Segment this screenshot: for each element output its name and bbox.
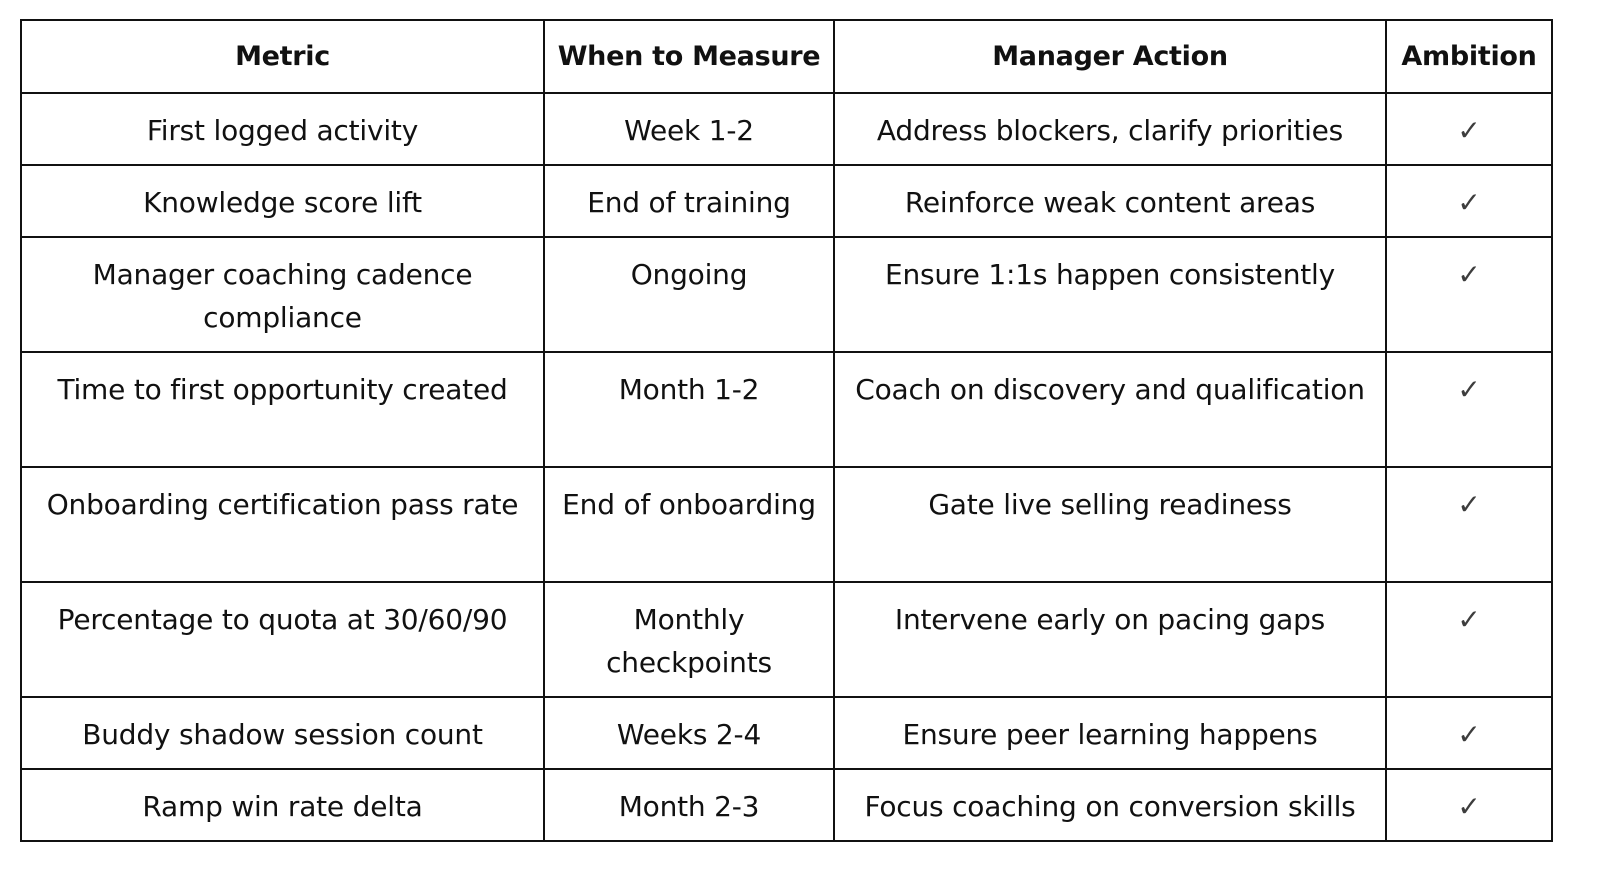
when-cell: Month 2-3 — [543, 768, 835, 842]
checkmark-icon: ✓ — [1385, 92, 1553, 166]
metric-cell: Ramp win rate delta — [20, 768, 545, 842]
when-cell: Week 1-2 — [543, 92, 835, 166]
action-cell: Intervene early on pacing gaps — [833, 581, 1387, 698]
header-ambition: Ambition — [1385, 19, 1553, 94]
table-row: Knowledge score lift End of training Rei… — [20, 164, 1553, 238]
header-metric: Metric — [20, 19, 545, 94]
header-row: Metric When to Measure Manager Action Am… — [20, 19, 1553, 94]
when-cell: End of training — [543, 164, 835, 238]
action-cell: Focus coaching on conversion skills — [833, 768, 1387, 842]
metrics-table: Metric When to Measure Manager Action Am… — [20, 19, 1553, 842]
metric-cell: Onboarding certification pass rate — [20, 466, 545, 583]
table-row: First logged activity Week 1-2 Address b… — [20, 92, 1553, 166]
table-row: Buddy shadow session count Weeks 2-4 Ens… — [20, 696, 1553, 770]
metric-cell: Knowledge score lift — [20, 164, 545, 238]
metric-cell: Percentage to quota at 30/60/90 — [20, 581, 545, 698]
metric-cell: Manager coaching cadence compliance — [20, 236, 545, 353]
action-cell: Address blockers, clarify priorities — [833, 92, 1387, 166]
when-cell: Month 1-2 — [543, 351, 835, 468]
action-cell: Reinforce weak content areas — [833, 164, 1387, 238]
header-manager-action: Manager Action — [833, 19, 1387, 94]
checkmark-icon: ✓ — [1385, 581, 1553, 698]
action-cell: Gate live selling readiness — [833, 466, 1387, 583]
table-row: Time to first opportunity created Month … — [20, 351, 1553, 468]
checkmark-icon: ✓ — [1385, 768, 1553, 842]
checkmark-icon: ✓ — [1385, 351, 1553, 468]
when-cell: Weeks 2-4 — [543, 696, 835, 770]
table-row: Percentage to quota at 30/60/90 Monthly … — [20, 581, 1553, 698]
checkmark-icon: ✓ — [1385, 696, 1553, 770]
table-row: Ramp win rate delta Month 2-3 Focus coac… — [20, 768, 1553, 842]
action-cell: Coach on discovery and qualification — [833, 351, 1387, 468]
metric-cell: Time to first opportunity created — [20, 351, 545, 468]
checkmark-icon: ✓ — [1385, 164, 1553, 238]
action-cell: Ensure peer learning happens — [833, 696, 1387, 770]
checkmark-icon: ✓ — [1385, 466, 1553, 583]
metric-cell: Buddy shadow session count — [20, 696, 545, 770]
metric-cell: First logged activity — [20, 92, 545, 166]
header-when-to-measure: When to Measure — [543, 19, 835, 94]
when-cell: End of onboarding — [543, 466, 835, 583]
action-cell: Ensure 1:1s happen consistently — [833, 236, 1387, 353]
table-row: Manager coaching cadence compliance Ongo… — [20, 236, 1553, 353]
checkmark-icon: ✓ — [1385, 236, 1553, 353]
when-cell: Ongoing — [543, 236, 835, 353]
when-cell: Monthly checkpoints — [543, 581, 835, 698]
table-row: Onboarding certification pass rate End o… — [20, 466, 1553, 583]
